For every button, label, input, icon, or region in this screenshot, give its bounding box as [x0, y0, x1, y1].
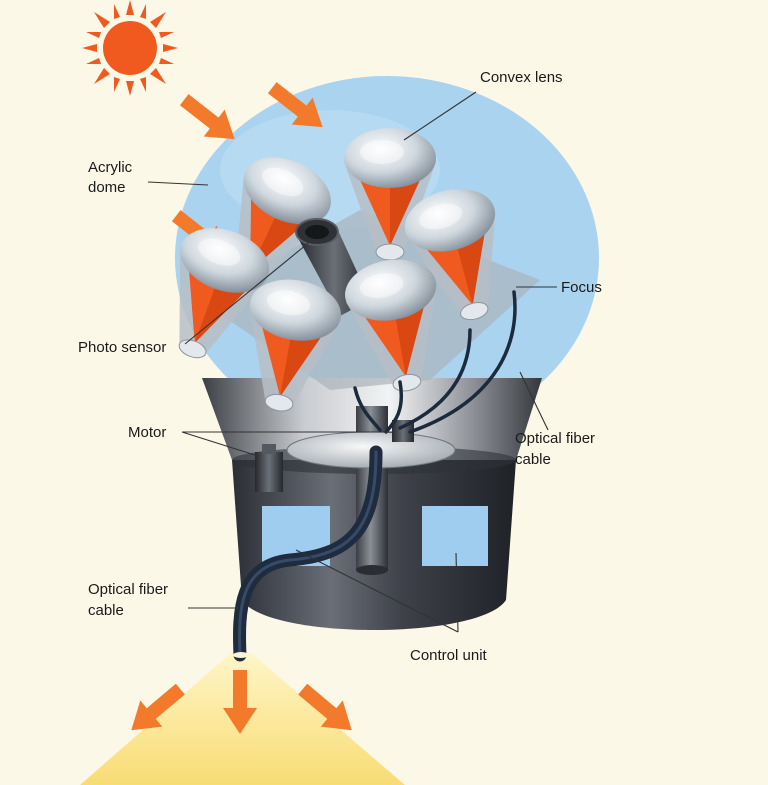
labels: Convex lens Acrylic dome Focus Photo sen… [78, 69, 602, 664]
label-acrylic-dome-line2: dome [88, 179, 126, 196]
label-focus: Focus [561, 279, 602, 296]
control-unit-window-right [422, 506, 488, 566]
label-photo-sensor: Photo sensor [78, 339, 166, 356]
label-motor: Motor [128, 424, 166, 441]
sun-icon [82, 0, 178, 96]
fiber-bundle [353, 290, 517, 434]
lens-array [146, 127, 540, 420]
label-fiber-left-line2: cable [88, 602, 124, 619]
label-acrylic-dome-line1: Acrylic [88, 159, 133, 176]
leader-lines [147, 91, 557, 633]
label-fiber-right-line2: cable [515, 451, 551, 468]
label-convex-lens: Convex lens [480, 69, 563, 86]
label-fiber-right-line1: Optical fiber [515, 430, 595, 447]
label-fiber-left-line1: Optical fiber [88, 581, 168, 598]
motor-left [255, 444, 283, 492]
label-control-unit: Control unit [410, 647, 488, 664]
